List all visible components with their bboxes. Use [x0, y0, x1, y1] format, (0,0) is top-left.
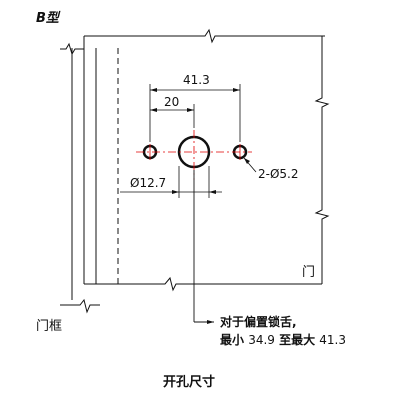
- dim-big-hole-label: Ø12.7: [130, 176, 166, 190]
- dim-center-label: 20: [164, 95, 179, 109]
- note-mid-text: 至最大: [275, 332, 319, 347]
- dim-spacing-label: 41.3: [183, 73, 210, 87]
- type-title: B型: [36, 10, 61, 26]
- dimension-20: 20: [150, 95, 195, 128]
- dimension-big-hole: Ø12.7: [120, 166, 222, 198]
- door-frame-outline: [60, 28, 330, 314]
- note-min-prefix: 最小: [220, 332, 248, 347]
- door-label: 门: [302, 265, 315, 280]
- note-max-value: 41.3: [319, 333, 346, 347]
- caption: 开孔尺寸: [163, 374, 215, 390]
- door-frame-label: 门框: [36, 319, 62, 334]
- center-lines: [136, 130, 252, 180]
- note-line-2: 最小 34.9 至最大 41.3: [220, 332, 346, 347]
- offset-latch-leader: [193, 170, 214, 324]
- dimension-small-holes: 2-Ø5.2: [243, 157, 299, 181]
- note-min-value: 34.9: [248, 333, 275, 347]
- dim-small-holes-label: 2-Ø5.2: [258, 167, 299, 181]
- dimension-41-3: 41.3: [149, 73, 241, 142]
- note-line-1: 对于偏置锁舌,: [220, 314, 297, 329]
